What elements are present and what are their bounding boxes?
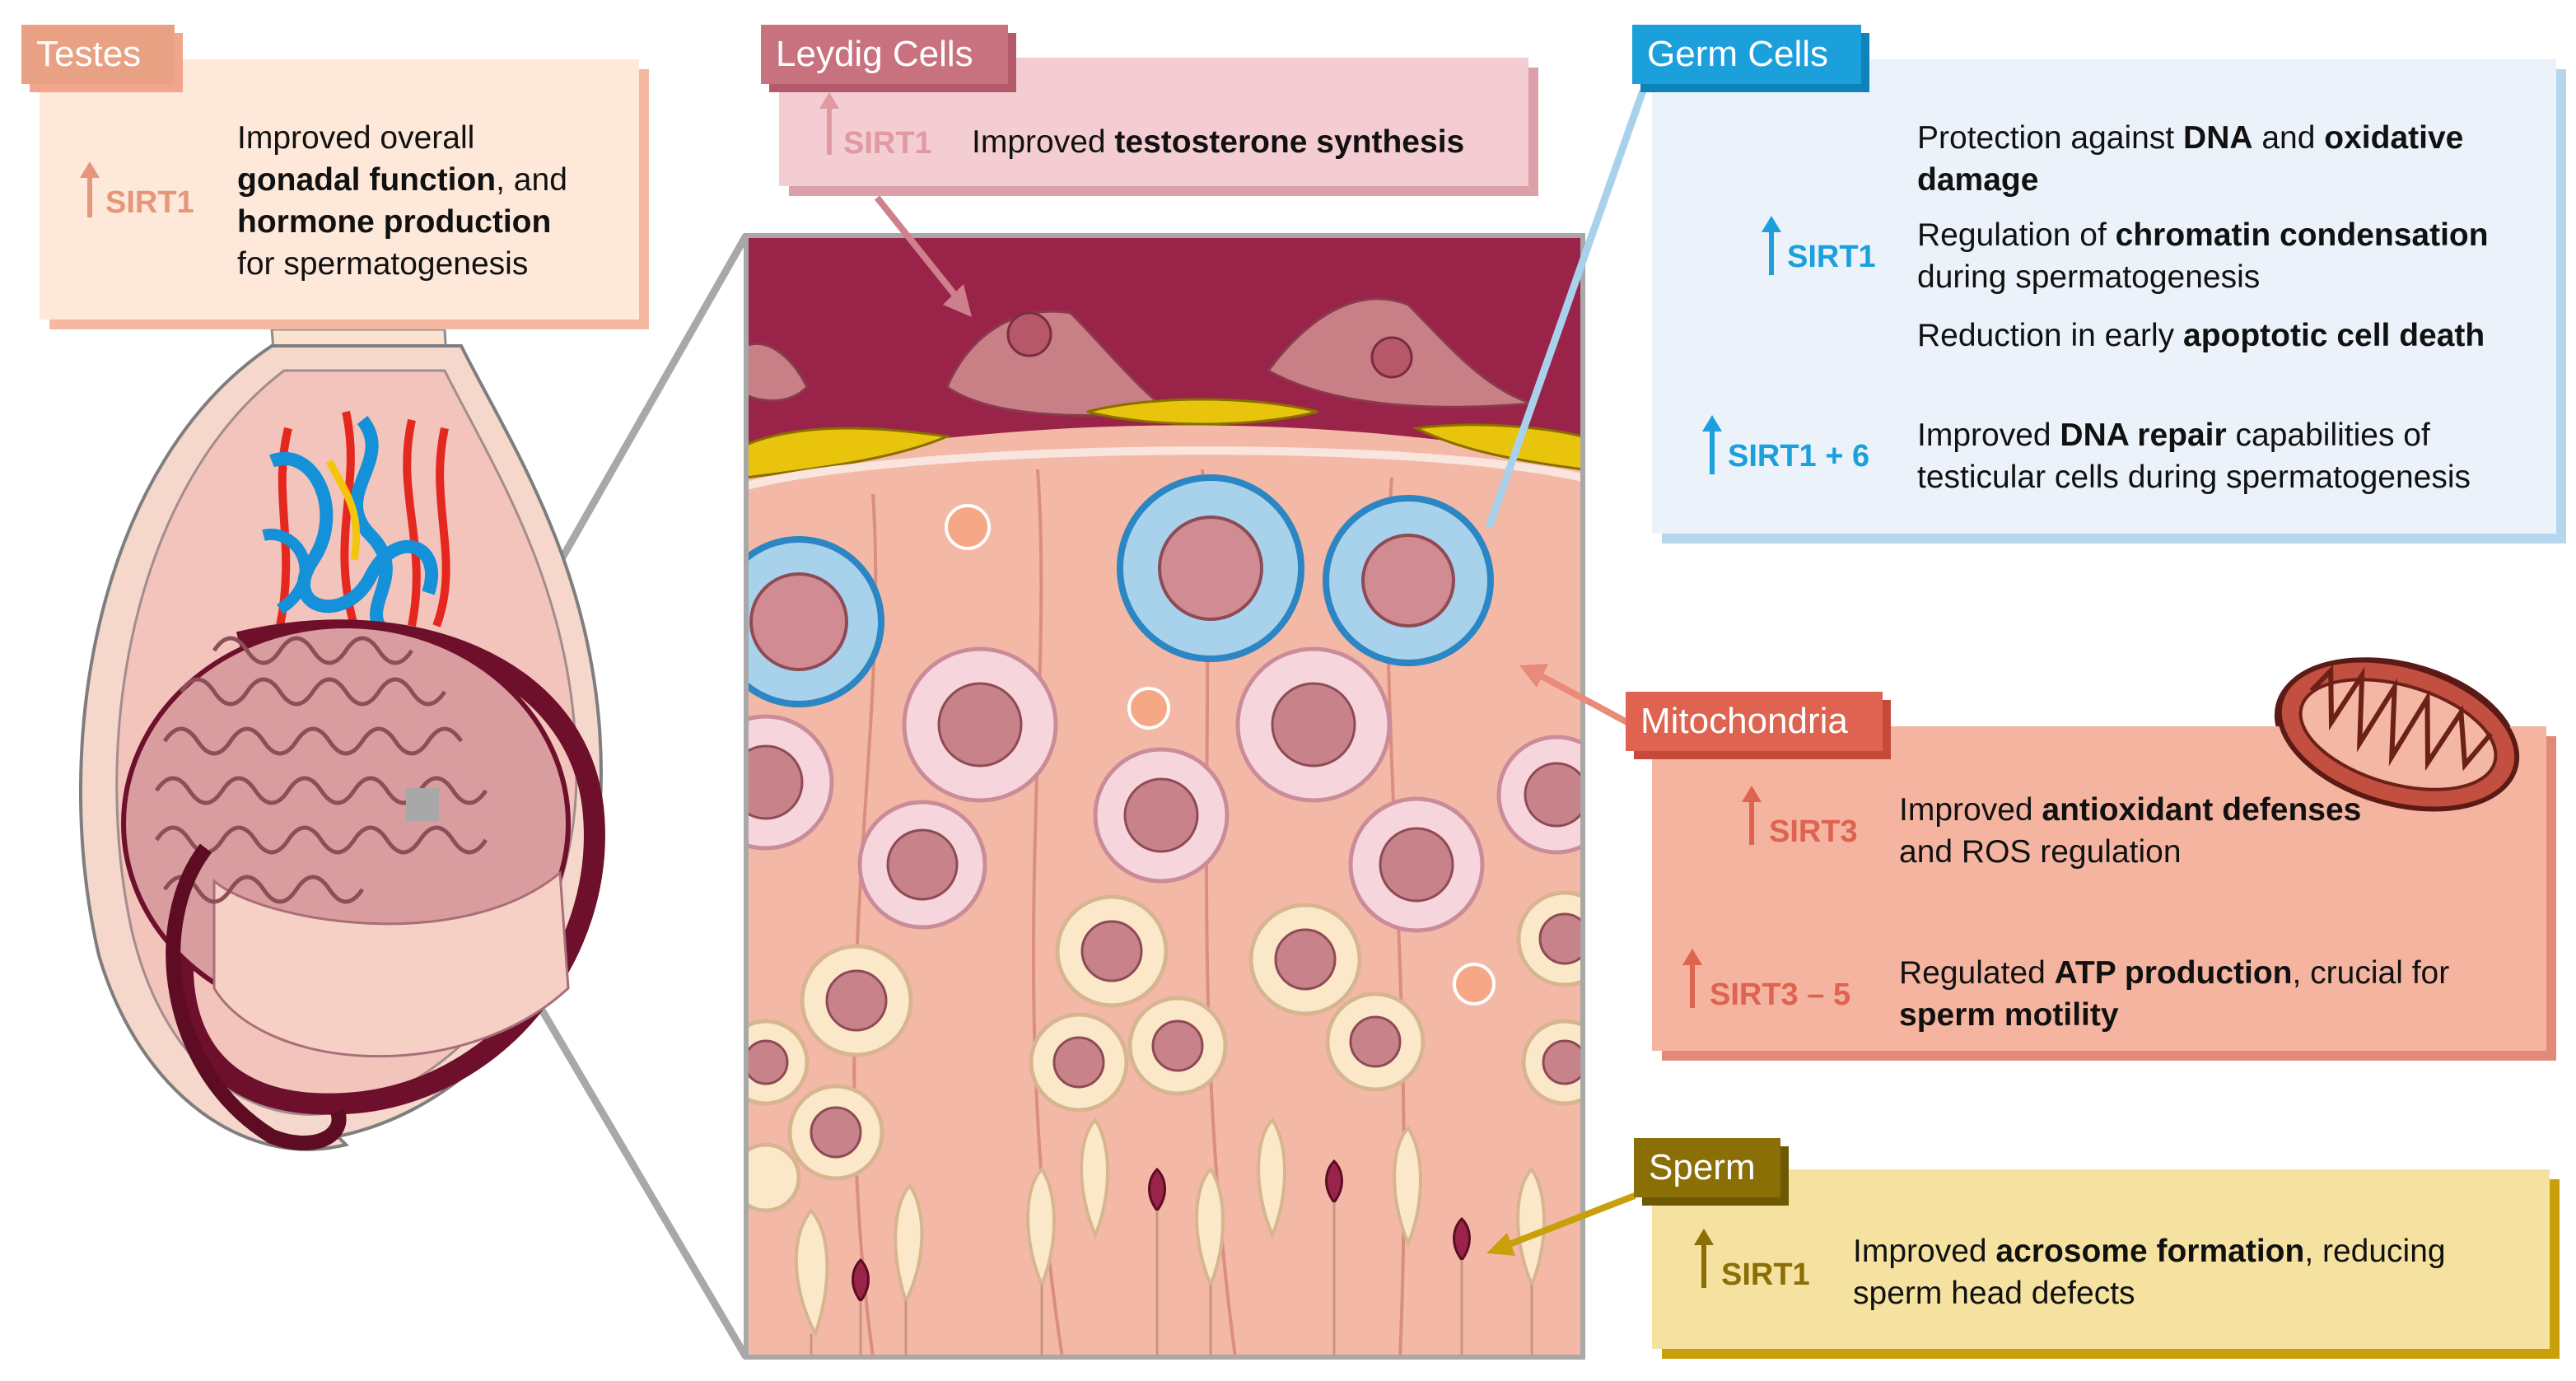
- up-arrow-icon: [1682, 949, 1702, 1008]
- leydig-text: Improved testosterone synthesis: [972, 124, 1465, 160]
- up-arrow-icon: [80, 161, 100, 217]
- germ-sirt16-label: SIRT1 + 6: [1728, 439, 1870, 474]
- germ-text-1: Protection against DNA and oxidative dam…: [1917, 120, 2464, 198]
- elongating-sperm: [794, 1117, 1546, 1357]
- mito-title: Mitochondria: [1626, 692, 1883, 751]
- testes-sirt-label: SIRT1: [105, 185, 194, 220]
- zoom-marker: [406, 788, 439, 821]
- germ-text-4: Improved DNA repair capabilities of test…: [1917, 418, 2471, 495]
- up-arrow-icon: [1702, 415, 1722, 474]
- sperm-sirt-label: SIRT1: [1721, 1257, 1810, 1292]
- tubule-cross-section: [746, 236, 1583, 1357]
- sperm-title: Sperm: [1634, 1138, 1780, 1197]
- germ-sirt1-label: SIRT1: [1787, 240, 1876, 274]
- up-arrow-icon: [1694, 1229, 1714, 1288]
- mito-text-2: Regulated ATP production, crucial for sp…: [1899, 955, 2450, 1033]
- germ-panel: [1652, 59, 2556, 534]
- leydig-sirt-label: SIRT1: [843, 126, 932, 161]
- leydig-title: Leydig Cells: [761, 25, 1008, 84]
- mito-pointer: [1538, 672, 1636, 730]
- up-arrow-icon: [819, 92, 839, 155]
- germ-text-3: Reduction in early apoptotic cell death: [1917, 318, 2485, 353]
- up-arrow-icon: [1762, 216, 1781, 275]
- testes-text: Improved overall gonadal function, and h…: [237, 120, 567, 282]
- myoid-cells: [746, 398, 1583, 479]
- spermatid-nuclei: [746, 912, 1583, 1159]
- sperm-text: Improved acrosome formation, reducing sp…: [1853, 1234, 2446, 1311]
- sperm-pointer: [1505, 1192, 1636, 1248]
- mito-sirt3-label: SIRT3: [1769, 814, 1858, 849]
- testes-title: Testes: [21, 25, 175, 84]
- section-frame: [744, 233, 1585, 1360]
- up-arrow-icon: [1742, 786, 1762, 845]
- mito-text-1: Improved antioxidant defenses and ROS re…: [1899, 792, 2362, 870]
- spermatogonia: [746, 474, 1494, 707]
- sperm-panel: [1652, 1169, 2550, 1349]
- blood-vessels: [262, 410, 450, 640]
- germ-title: Germ Cells: [1632, 25, 1861, 84]
- small-cells: [945, 504, 1496, 1005]
- spermatocyte-nuclei: [746, 682, 1583, 903]
- germ-text-2: Regulation of chromatin condensation dur…: [1917, 217, 2489, 295]
- leydig-pointer: [874, 195, 963, 303]
- testes-panel: [40, 59, 639, 320]
- testis-drawing: [78, 328, 605, 1151]
- germ-pointer: [1485, 89, 1647, 529]
- seminiferous-tubules: [154, 636, 488, 904]
- mito-sirt35-label: SIRT3 – 5: [1710, 977, 1851, 1012]
- leydig-nuclei: [1006, 311, 1413, 379]
